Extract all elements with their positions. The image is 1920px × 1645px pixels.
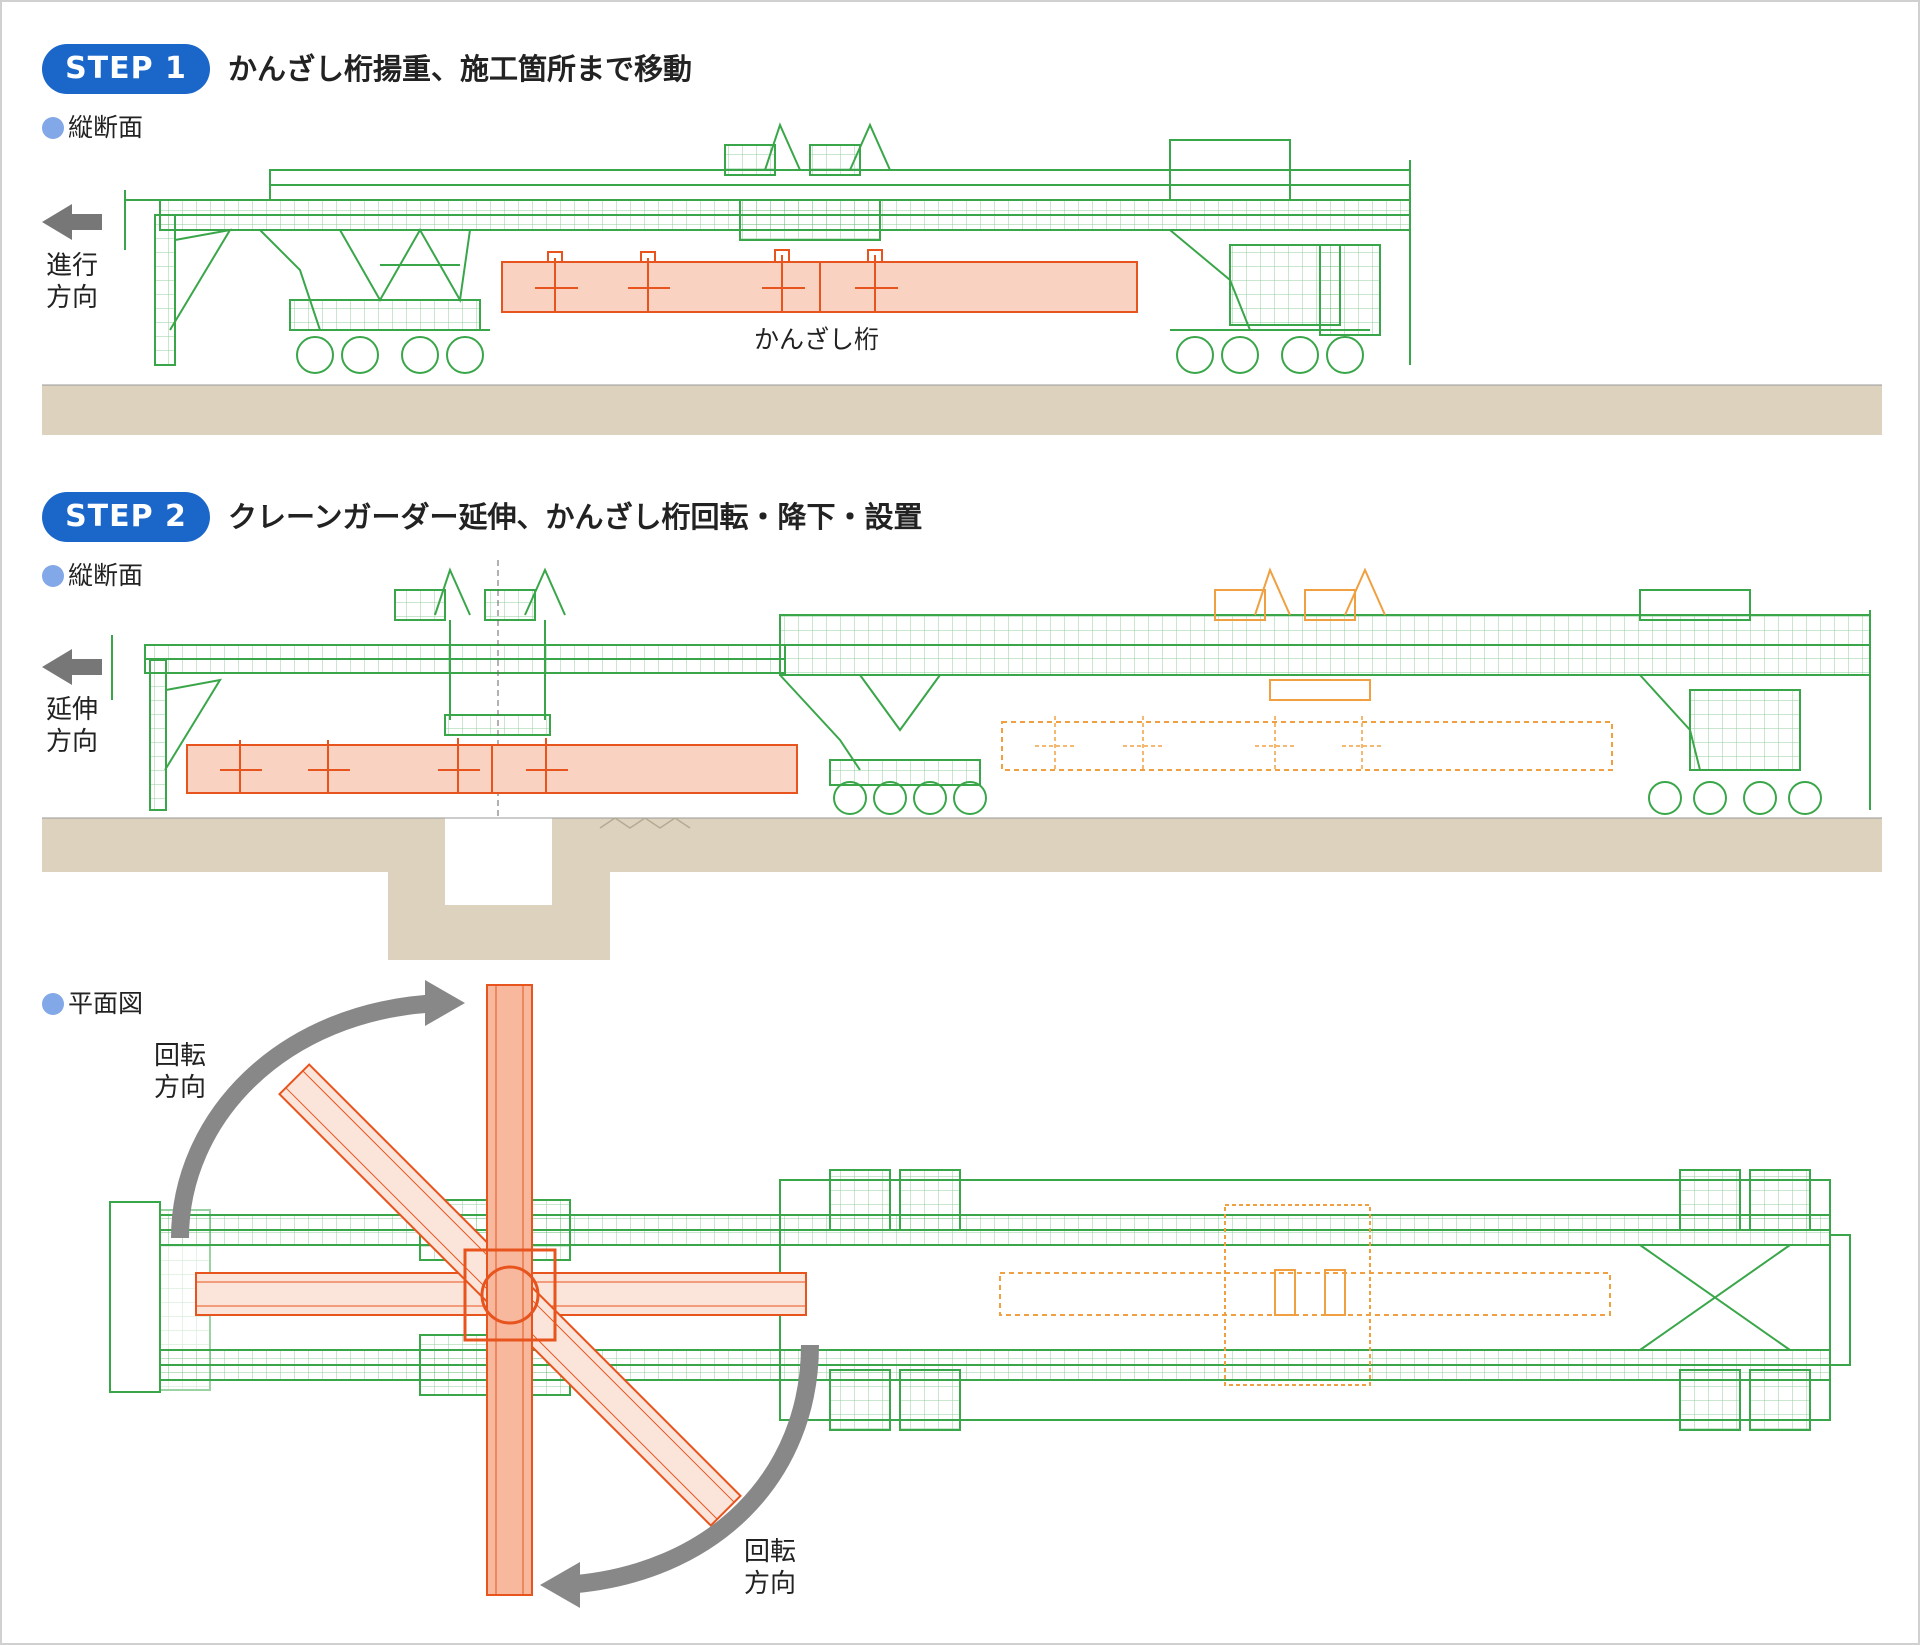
left-arrow-icon [42, 204, 102, 240]
step1-section-text: 縦断面 [68, 113, 144, 142]
plan-rotation-upper-line1: 回転 [154, 1041, 207, 1071]
left-arrow-icon [42, 649, 102, 685]
plan-rotation-label-lower: 回転方向 [744, 1536, 824, 1600]
step2-badge: STEP 2 [42, 492, 210, 542]
step2-direction-label: 延伸方向 [46, 694, 126, 758]
step1-direction-line2: 方向 [46, 283, 99, 313]
trolley-previous-position [1214, 567, 1386, 701]
step2-direction-line2: 方向 [46, 727, 99, 757]
crane-gantry-extended [111, 560, 1871, 820]
plan-rotation-lower-line1: 回転 [744, 1537, 797, 1567]
step1-title: かんざし桁揚重、施工箇所まで移動 [228, 52, 693, 86]
step2-section-label: 縦断面 [42, 560, 143, 592]
girder-plan-vertical [463, 984, 557, 1596]
kanzashi-girder-step1 [501, 249, 1138, 313]
kanzashi-girder-previous [1001, 716, 1613, 771]
step1-section-label: 縦断面 [42, 112, 143, 144]
step2-direction-line1: 延伸 [46, 695, 99, 725]
curved-arrow-head-icon [540, 1562, 580, 1608]
bullet-dot-icon [42, 117, 64, 139]
curved-arrow-icon [564, 1344, 819, 1594]
plan-section-label: 平面図 [42, 988, 143, 1020]
step2-diagram [42, 560, 1882, 960]
plan-rotation-upper-line2: 方向 [154, 1073, 207, 1103]
step1-diagram [42, 122, 1882, 435]
curved-arrow-icon [171, 994, 441, 1239]
curved-arrow-head-icon [425, 980, 465, 1026]
ground [42, 385, 1882, 435]
step1-girder-label: かんざし桁 [754, 325, 880, 354]
kanzashi-girder-placed [186, 738, 798, 794]
step2-section-text: 縦断面 [68, 561, 144, 590]
bullet-dot-icon [42, 565, 64, 587]
plan-section-text: 平面図 [68, 989, 144, 1018]
girder-plan-previous [999, 1204, 1611, 1386]
plan-diagram [109, 980, 1851, 1608]
crane-plan [109, 1169, 1851, 1431]
bullet-dot-icon [42, 993, 64, 1015]
plan-rotation-label-upper: 回転方向 [154, 1040, 234, 1104]
step1-badge: STEP 1 [42, 44, 210, 94]
crane-gantry [124, 122, 1411, 374]
step1-direction-line1: 進行 [46, 251, 99, 281]
ground-with-pit [42, 818, 1882, 960]
step1-direction-label: 進行方向 [46, 250, 126, 314]
plan-rotation-lower-line2: 方向 [744, 1569, 797, 1599]
step2-title: クレーンガーダー延伸、かんざし桁回転・降下・設置 [228, 500, 923, 534]
